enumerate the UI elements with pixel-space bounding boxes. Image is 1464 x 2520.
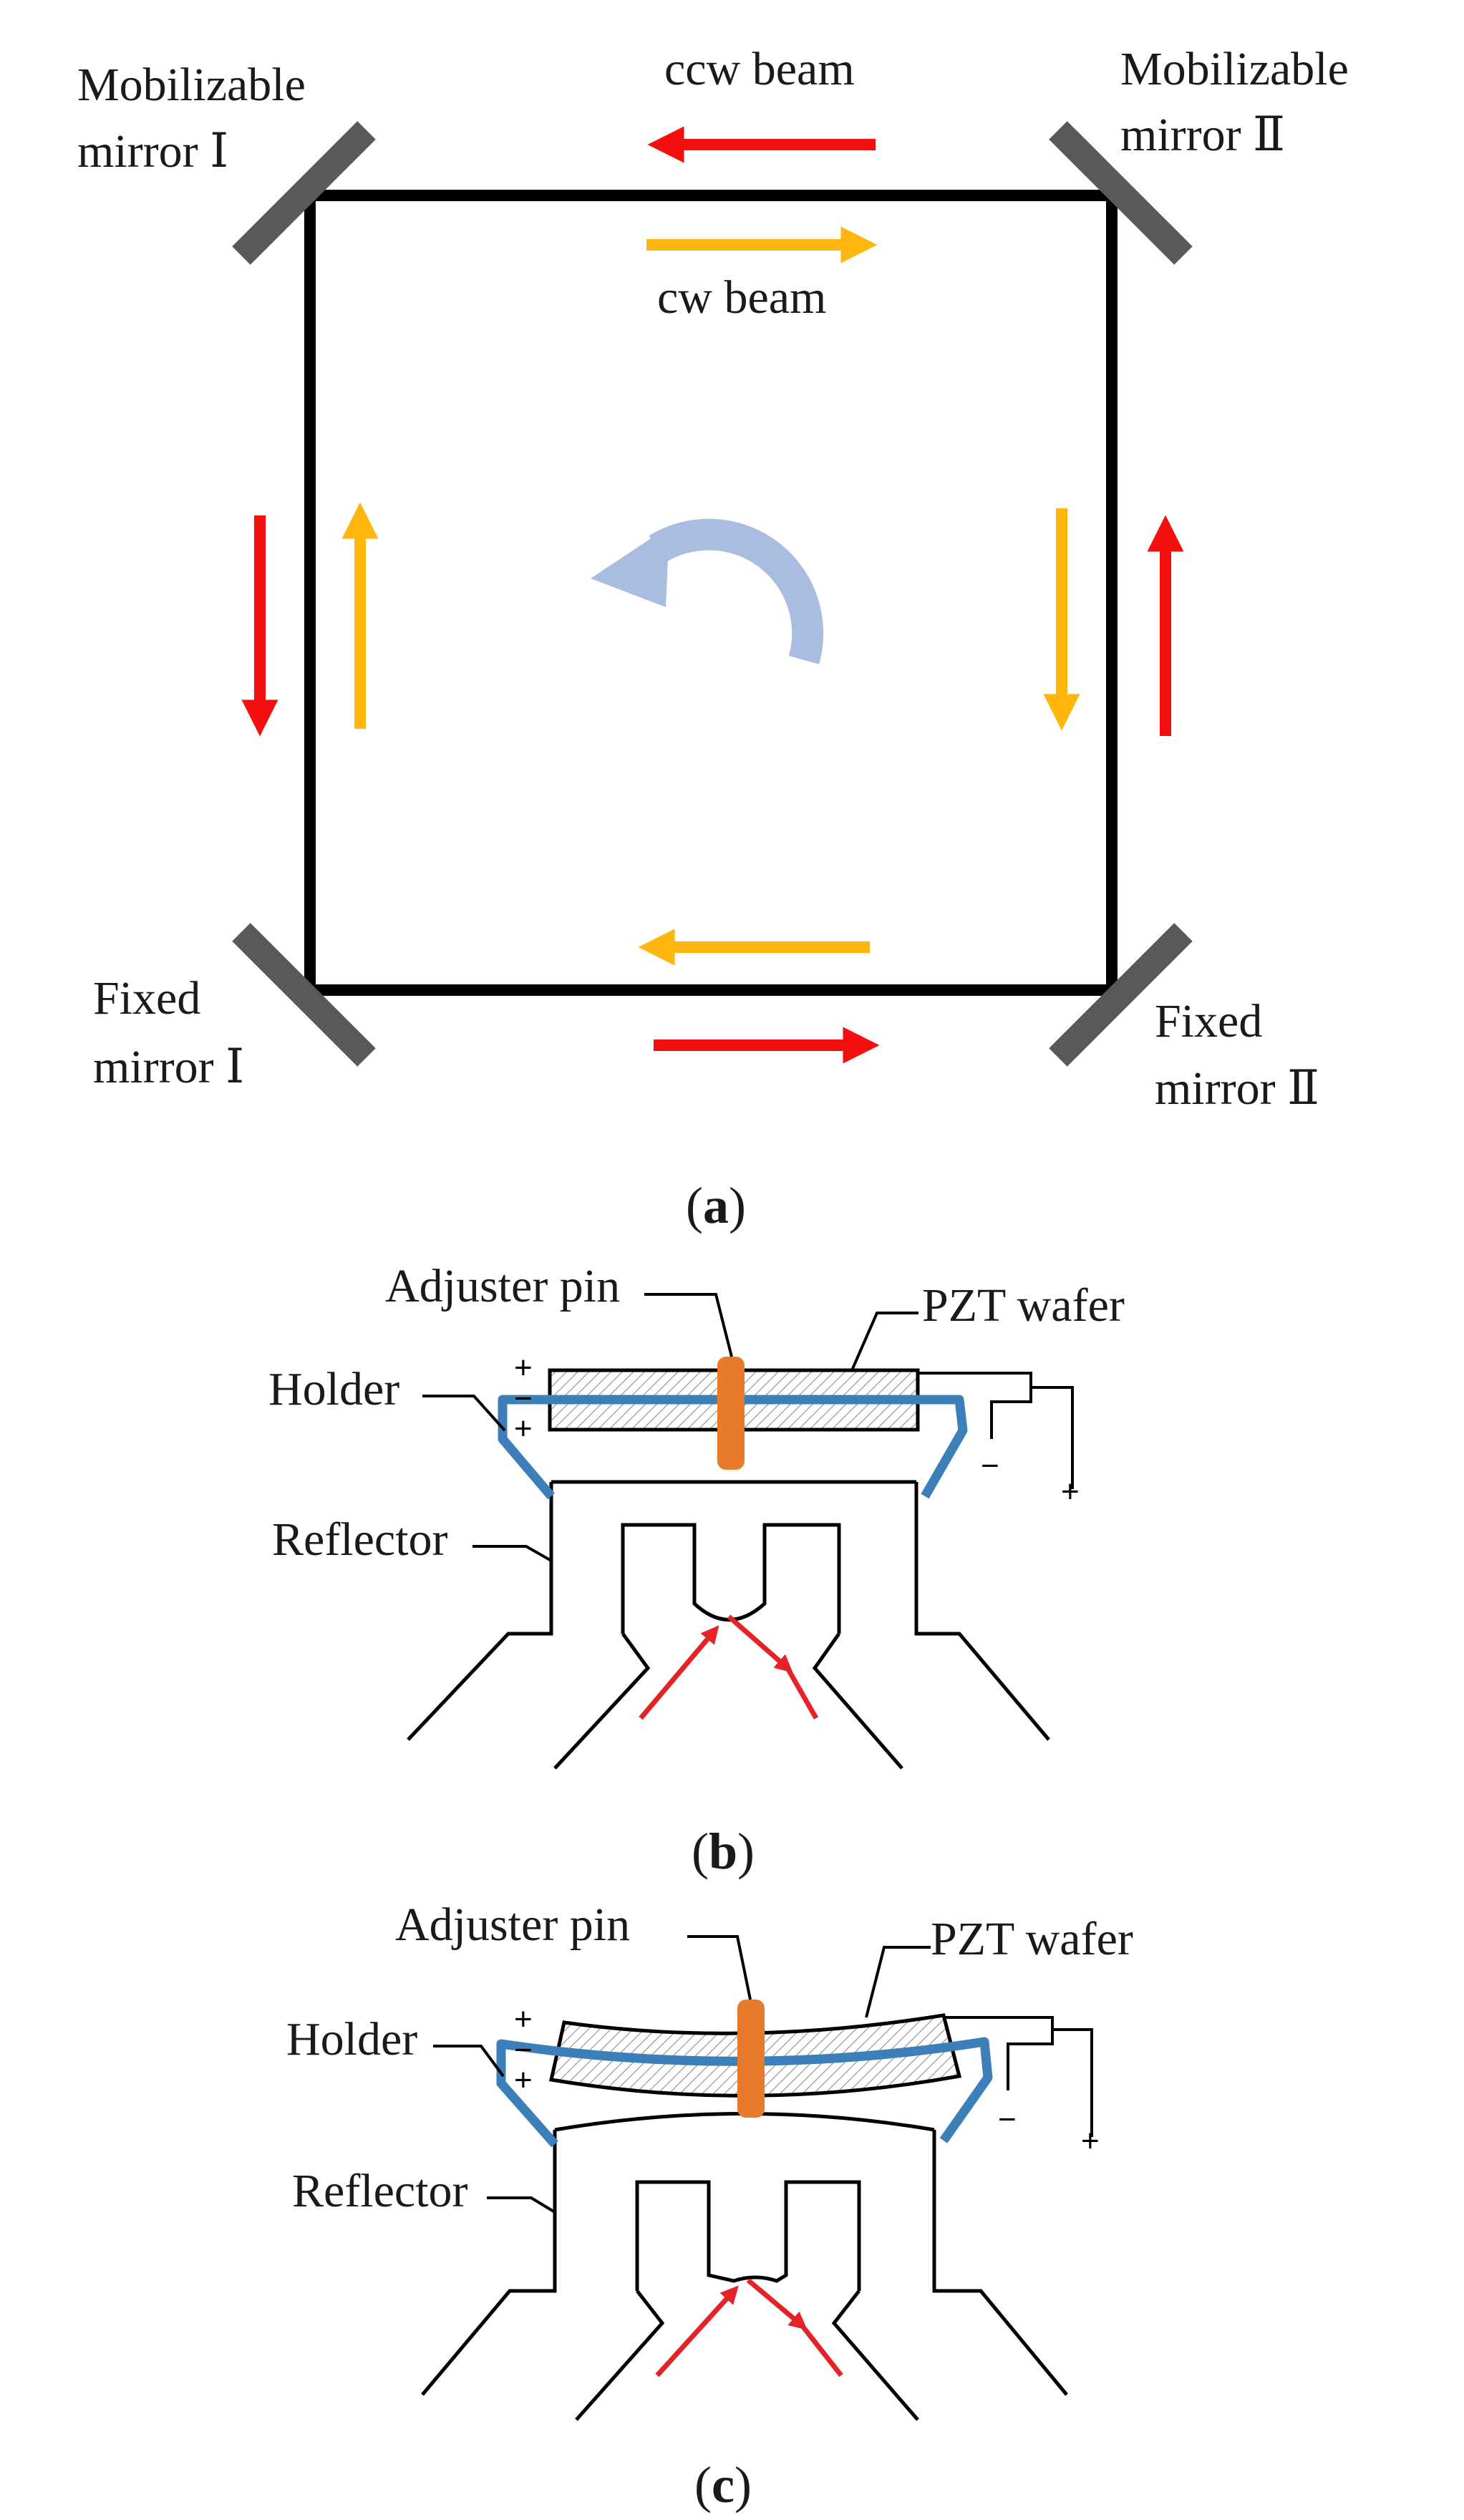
polarity-plus-top: + — [514, 2002, 533, 2037]
light-path-out — [746, 2278, 808, 2330]
fixed-mirror-1 — [232, 923, 376, 1067]
light-path-in — [655, 2285, 739, 2378]
reflector-outline-right — [932, 2130, 1068, 2396]
adjuster-pin — [737, 2000, 765, 2118]
ring-cavity — [304, 190, 1118, 996]
panel-b: + − + − + Adjuster pin PZT wafer Holder … — [268, 1260, 1125, 1880]
polarity-plus-bottom: + — [514, 1411, 533, 1446]
reflector-cavity — [635, 2180, 861, 2291]
reflector-outline — [421, 2130, 557, 2396]
fixed-mirror-2-label-line2: mirror Ⅱ — [1155, 1062, 1319, 1115]
fixed-mirror-1-label-line2: mirror Ⅰ — [93, 1041, 244, 1093]
reflector-outline — [407, 1482, 553, 1741]
reflector-inner-right — [812, 1632, 903, 1770]
pzt-wafer-label: PZT wafer — [931, 1913, 1133, 1965]
output-minus: − — [981, 1448, 999, 1483]
mobilizable-mirror-1-label-line2: mirror Ⅰ — [77, 125, 228, 178]
panel-a: Mobilizable mirror Ⅰ Mobilizable mirror … — [77, 43, 1349, 1234]
ccw-beam-label: ccw beam — [664, 43, 855, 95]
leader-holder — [422, 1395, 506, 1432]
wire-outer — [1031, 1386, 1074, 1489]
polarity-plus-bottom: + — [514, 2063, 533, 2098]
fixed-mirror-2 — [1049, 923, 1193, 1067]
polarity-plus-top: + — [514, 1350, 533, 1385]
wire-top — [944, 2016, 1054, 2090]
leader-adjuster-pin — [687, 1935, 752, 2000]
mobilizable-mirror-2-label-line2: mirror Ⅱ — [1120, 109, 1285, 161]
adjuster-pin-label: Adjuster pin — [395, 1899, 630, 1951]
leader-pzt-wafer — [865, 1946, 931, 2018]
reflector-inner-left — [553, 1632, 651, 1770]
reflector-label: Reflector — [292, 2165, 468, 2217]
rotation-arrow-icon — [591, 518, 824, 664]
fixed-mirror-1-label-line1: Fixed — [93, 972, 200, 1024]
reflector-label: Reflector — [272, 1513, 448, 1566]
light-path-out — [727, 1614, 793, 1673]
pzt-wafer-label: PZT wafer — [922, 1279, 1125, 1332]
output-plus: + — [1061, 1474, 1080, 1509]
output-minus: − — [998, 2102, 1017, 2137]
light-path-in — [639, 1625, 719, 1720]
leader-reflector — [487, 2196, 556, 2214]
mobilizable-mirror-2 — [1049, 121, 1193, 265]
holder-label: Holder — [268, 1363, 399, 1415]
wire-outer — [1052, 2028, 1093, 2137]
output-plus: + — [1081, 2123, 1100, 2158]
mobilizable-mirror-1 — [232, 121, 376, 265]
leader-holder — [433, 2045, 505, 2078]
reflector-inner-right — [831, 2289, 919, 2421]
light-path-out-tail — [785, 1667, 819, 1720]
leader-reflector — [472, 1545, 552, 1562]
adjuster-pin-label: Adjuster pin — [385, 1260, 620, 1312]
panel-c: + − + − + Adjuster pin PZT wafer Holder … — [286, 1899, 1133, 2514]
mobilizable-mirror-1-label-line1: Mobilizable — [77, 59, 306, 111]
holder-label: Holder — [286, 2013, 417, 2065]
leader-adjuster-pin — [644, 1293, 733, 1357]
caption-a: (a) — [686, 1177, 746, 1234]
caption-c: (c) — [694, 2456, 752, 2514]
mobilizable-mirror-2-label-line1: Mobilizable — [1120, 43, 1349, 95]
caption-b: (b) — [692, 1823, 755, 1880]
reflector-outline-right — [914, 1482, 1050, 1741]
reflector-inner-left — [575, 2289, 665, 2421]
cw-beam-label: cw beam — [657, 271, 826, 324]
polarity-minus: − — [514, 2032, 533, 2068]
leader-pzt-wafer — [850, 1312, 918, 1371]
fixed-mirror-2-label-line1: Fixed — [1155, 995, 1262, 1047]
wire-top — [918, 1372, 1032, 1439]
light-path-out-tail — [800, 2323, 843, 2378]
polarity-minus: − — [514, 1381, 533, 1416]
adjuster-pin — [717, 1357, 745, 1470]
